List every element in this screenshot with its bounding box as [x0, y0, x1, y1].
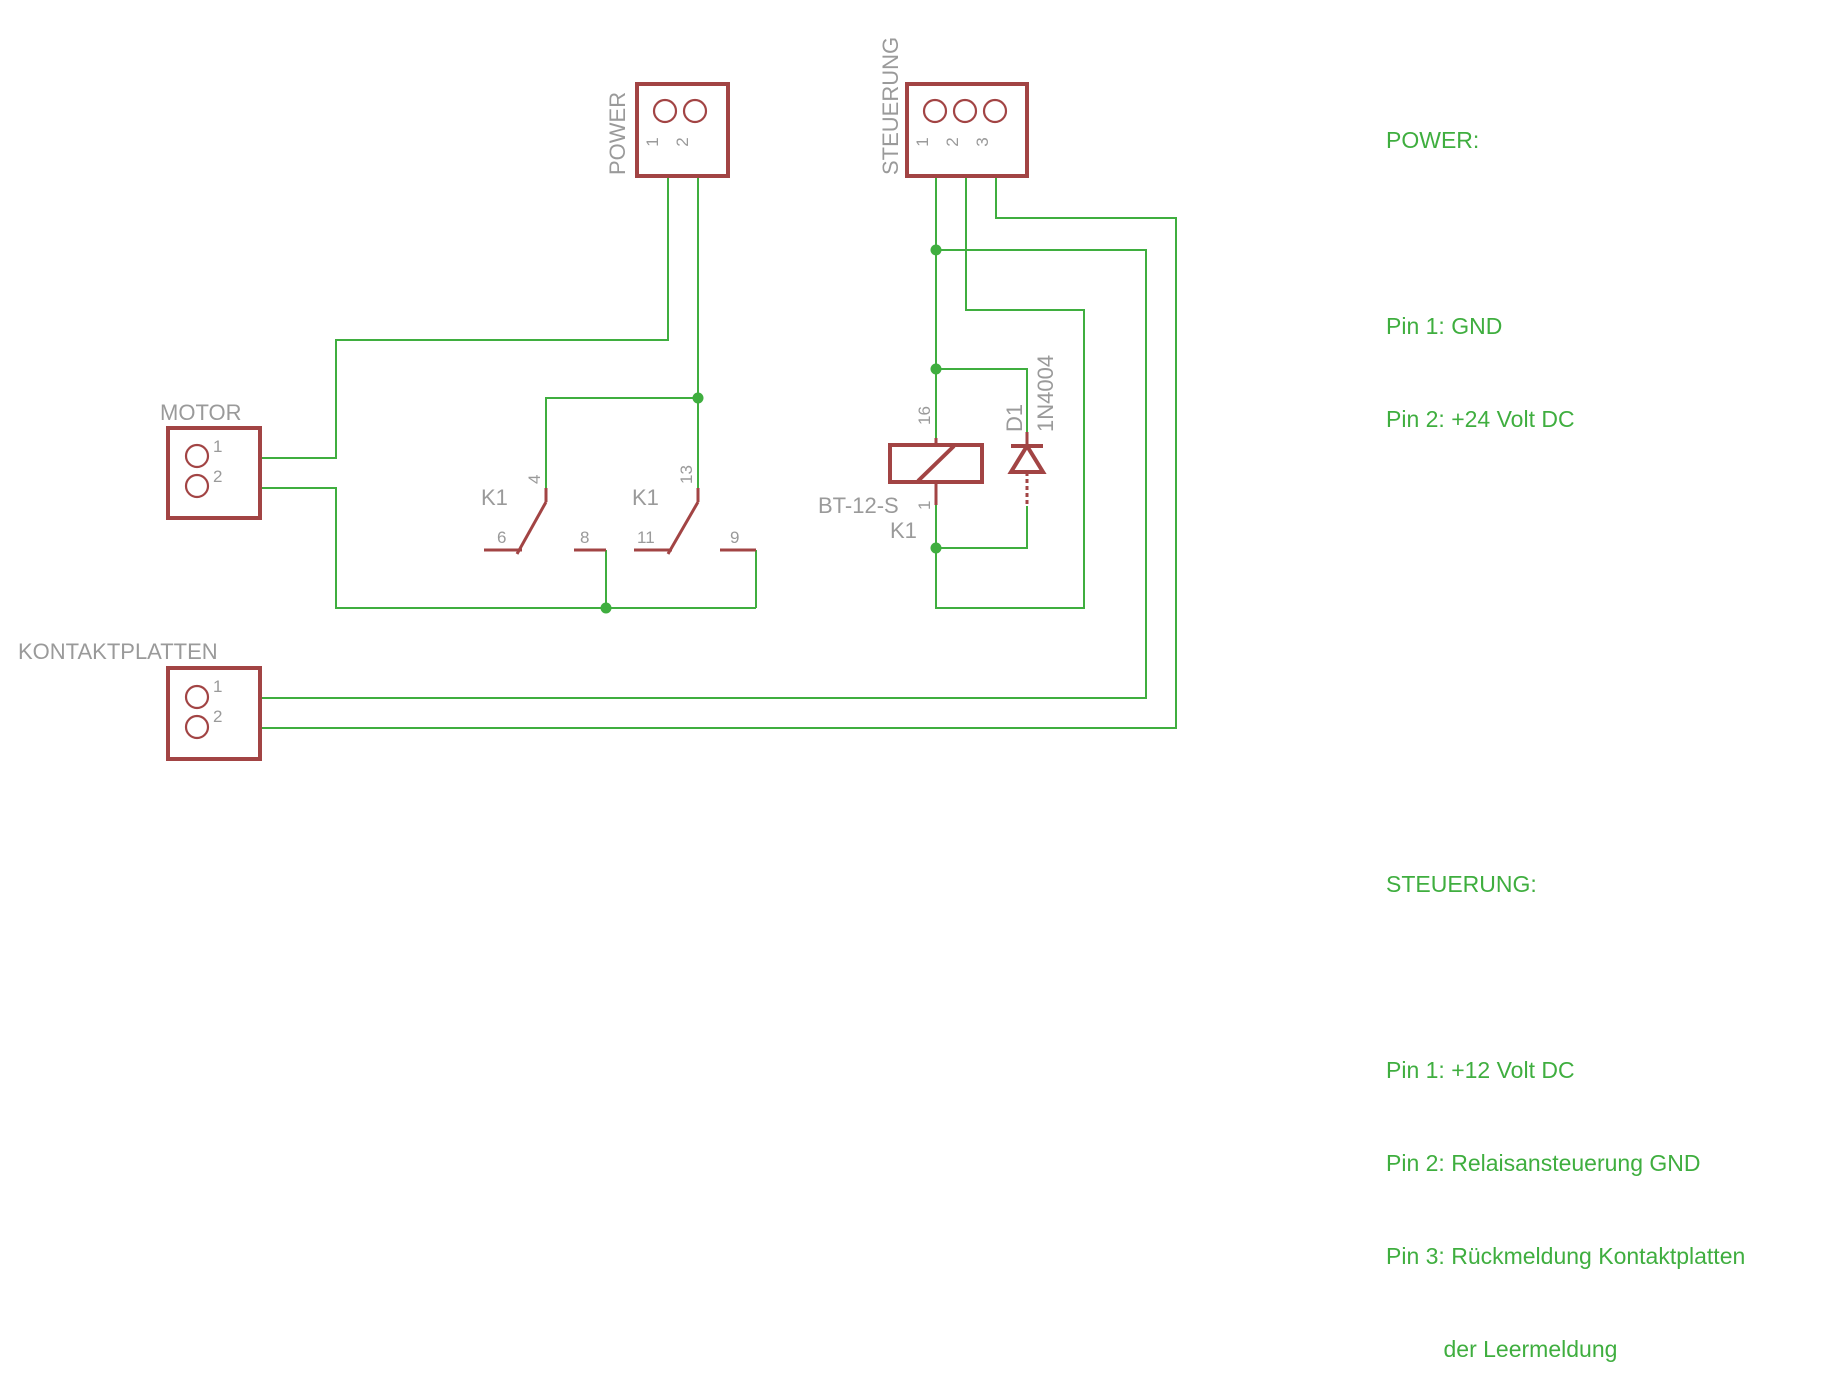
wires — [260, 176, 1177, 729]
notes-blank-line — [1386, 683, 1745, 714]
connector-pin-number: 2 — [673, 137, 692, 146]
junction-dot — [692, 392, 704, 404]
wire-k1-pin4-feed — [545, 397, 698, 488]
notes-blank-line — [1386, 962, 1745, 993]
connector-kontaktplatten-label: KONTAKTPLATTEN — [18, 639, 218, 664]
relay-value-label: BT-12-S — [818, 493, 899, 518]
connector-pin-number: 3 — [973, 137, 992, 146]
junction-dot — [930, 542, 942, 554]
connector-pin-number: 2 — [213, 467, 222, 486]
connector-pin-circle — [982, 98, 1008, 124]
connector-steuerung-body — [905, 82, 1029, 178]
wire-relay-pin1-to-diode-anode — [935, 505, 1028, 549]
connector-motor-label: MOTOR — [160, 400, 241, 425]
relay-pin-number: 16 — [915, 406, 934, 425]
diode-value-label: 1N4004 — [1033, 355, 1058, 432]
switch-pin-number: 11 — [637, 528, 655, 547]
relay-coil-diagonal — [916, 444, 956, 483]
switch-pin-number: 8 — [580, 528, 589, 547]
connector-pin-circle — [184, 443, 210, 469]
connector-pin-circle — [184, 473, 210, 499]
wire-motor-pin2-return — [260, 487, 756, 609]
connector-pin-circle — [682, 98, 708, 124]
diode-name-label: D1 — [1002, 404, 1027, 432]
connector-pin-circle — [652, 98, 678, 124]
switch-name-label: K1 — [632, 485, 659, 510]
junctions — [600, 244, 942, 614]
schematic-diagram: 1 2 POWER 1 2 3 STEUERUNG 1 2 MOTOR 1 2 … — [18, 37, 1177, 761]
connector-pin-circle — [184, 684, 210, 710]
connector-pin-circle — [922, 98, 948, 124]
wire-power-pin1-to-motor-pin1 — [260, 176, 669, 459]
diode-triangle — [1007, 442, 1047, 474]
switch-pin-number: 6 — [497, 528, 506, 547]
junction-dot — [930, 244, 942, 256]
notes-steuerung-pin3: Pin 3: Rückmeldung Kontaktplatten — [1386, 1243, 1746, 1269]
connector-kontaktplatten-body — [166, 666, 262, 761]
connector-power: 1 2 POWER — [605, 82, 730, 178]
notes-steuerung-pin1: Pin 1: +12 Volt DC — [1386, 1057, 1575, 1083]
relay-name-label: K1 — [890, 518, 917, 543]
wire-12v-to-kontaktplatten-pin1 — [260, 249, 1147, 699]
connector-steuerung: 1 2 3 STEUERUNG — [878, 37, 1029, 178]
junction-dot — [930, 363, 942, 375]
wire-relay-bottom-to-steuerung-pin2 — [935, 176, 1085, 609]
wire-steuerung-pin3-to-kontaktplatten-pin2 — [260, 176, 1177, 729]
notes-power-pin1: Pin 1: GND — [1386, 313, 1503, 339]
connector-pin-number: 1 — [913, 137, 932, 146]
notes-steuerung-pin2: Pin 2: Relaisansteuerung GND — [1386, 1150, 1701, 1176]
connector-motor: 1 2 MOTOR — [160, 400, 262, 520]
notes-blank-line — [1386, 590, 1745, 621]
connector-pin-number: 2 — [213, 707, 222, 726]
notes-steuerung-pin3-continued: der Leermeldung — [1386, 1336, 1618, 1362]
notes-steuerung-title: STEUERUNG: — [1386, 871, 1537, 897]
diode-d1: D1 1N4004 — [1002, 355, 1058, 506]
wire-12v-to-diode-cathode — [936, 368, 1028, 432]
relay-switch-k1-a: 4 6 8 K1 — [481, 475, 606, 555]
switch-name-label: K1 — [481, 485, 508, 510]
notes-power-title: POWER: — [1386, 127, 1480, 153]
switch-blade — [515, 501, 548, 555]
junction-dot — [600, 602, 612, 614]
connector-pin-circle — [952, 98, 978, 124]
pin-notes: POWER: Pin 1: GND Pin 2: +24 Volt DC STE… — [1386, 63, 1745, 1396]
connector-pin-number: 2 — [943, 137, 962, 146]
connector-pin-number: 1 — [643, 137, 662, 146]
switch-pin-number: 13 — [677, 465, 696, 484]
connector-motor-body — [166, 426, 262, 520]
connector-kontaktplatten: 1 2 KONTAKTPLATTEN — [18, 639, 262, 761]
connector-power-body — [635, 82, 730, 178]
relay-switch-k1-b: 13 11 9 K1 — [632, 465, 756, 555]
notes-blank-line — [1386, 776, 1745, 807]
notes-power-pin2: Pin 2: +24 Volt DC — [1386, 406, 1575, 432]
connector-power-label: POWER — [605, 92, 630, 175]
switch-blade — [666, 501, 700, 555]
relay-coil-k1: 16 1 BT-12-S K1 — [818, 406, 984, 543]
switch-pin-number: 4 — [525, 475, 544, 484]
notes-blank-line — [1386, 497, 1745, 528]
relay-pin-number: 1 — [915, 501, 934, 510]
connector-pin-circle — [184, 714, 210, 740]
switch-pin-number: 9 — [730, 528, 739, 547]
connector-pin-number: 1 — [213, 437, 222, 456]
notes-blank-line — [1386, 218, 1745, 249]
connector-pin-number: 1 — [213, 677, 222, 696]
connector-steuerung-label: STEUERUNG — [878, 37, 903, 175]
